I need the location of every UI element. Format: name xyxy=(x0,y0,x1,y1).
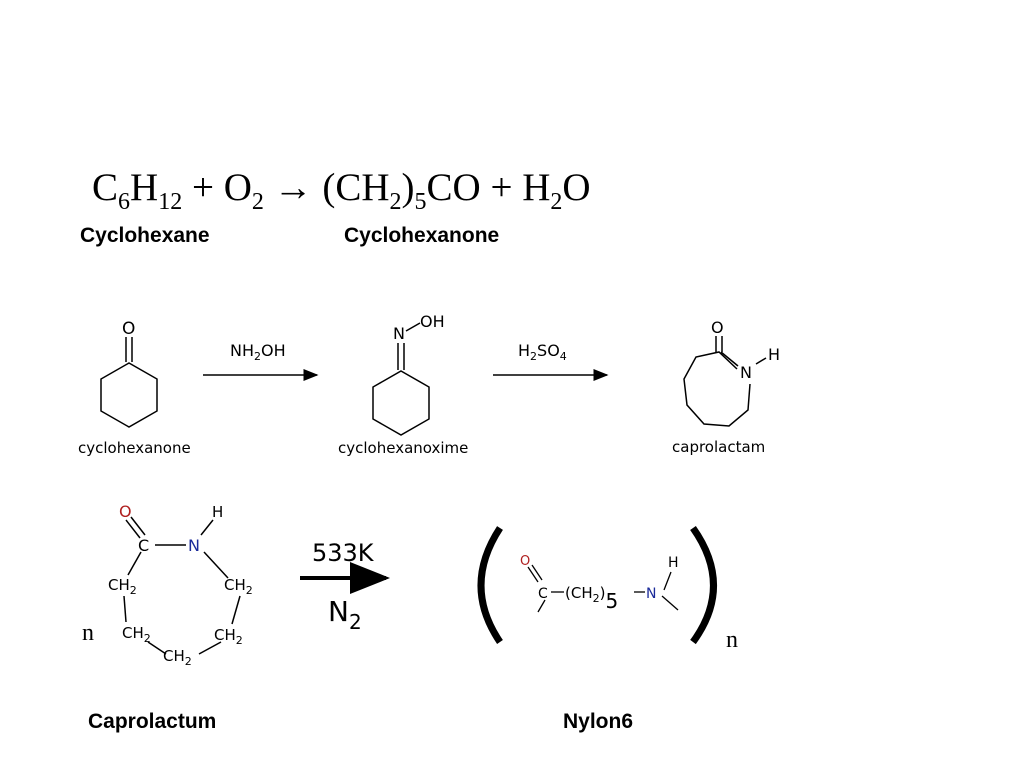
lactam-nitrogen: N xyxy=(740,363,752,382)
left-parenthesis xyxy=(477,526,503,644)
eq-h: H xyxy=(130,166,159,209)
caprolactam-caption: caprolactam xyxy=(672,438,765,456)
eq-plus-2: + xyxy=(480,166,523,209)
eq-o-sub: 2 xyxy=(251,188,264,215)
ring-ch2-e: CH2 xyxy=(163,647,192,668)
monomer-count-n: n xyxy=(82,620,94,646)
caprolactum-ring xyxy=(123,516,241,655)
eq-ch-sub: 2 xyxy=(389,188,402,215)
cyclohexanone-structure xyxy=(100,337,158,428)
eq-o: O xyxy=(223,166,252,209)
oxime-nitrogen: N xyxy=(393,324,405,343)
eq-paren: ) xyxy=(401,166,415,209)
eq-plus: + xyxy=(182,166,224,209)
nylon-ch2: (CH2)5 xyxy=(565,584,618,613)
eq-h2: H xyxy=(522,166,551,209)
condition-temperature: 533K xyxy=(312,539,375,567)
eq-co: CO xyxy=(426,166,481,209)
combustion-equation: C6H12 + O2 → (CH2)5CO + H2O xyxy=(92,160,591,230)
cyclohexanone-caption: cyclohexanone xyxy=(78,439,191,457)
nylon-carbon: C xyxy=(538,586,548,602)
label-caprolactum: Caprolactum xyxy=(88,710,217,733)
ring-hydrogen: H xyxy=(212,503,223,521)
eq-ch: (CH xyxy=(322,166,390,209)
ring-carbon: C xyxy=(138,536,149,555)
reagent-h2so4: H2SO4 xyxy=(518,341,567,363)
eq-arrow: → xyxy=(263,166,323,209)
eq-h2-sub: 2 xyxy=(550,188,563,215)
eq-h-sub: 12 xyxy=(158,188,183,215)
ring-nitrogen: N xyxy=(188,536,200,555)
nylon-oxygen: O xyxy=(520,554,530,569)
lactam-hydrogen: H xyxy=(768,345,780,364)
eq-rep-sub: 5 xyxy=(414,188,427,215)
ring-oxygen: O xyxy=(119,502,132,521)
ring-ch2-c: CH2 xyxy=(122,624,151,645)
ring-ch2-a: CH2 xyxy=(108,576,137,597)
ring-ch2-d: CH2 xyxy=(214,626,243,647)
eq-c-sub: 6 xyxy=(118,188,131,215)
nylon-nitrogen: N xyxy=(646,586,656,602)
eq-o2: O xyxy=(562,166,591,209)
cyclohexanoxime-caption: cyclohexanoxime xyxy=(338,439,468,457)
cyclohexanoxime-structure xyxy=(372,322,430,436)
eq-c: C xyxy=(92,166,119,209)
label-cyclohexane: Cyclohexane xyxy=(80,224,210,247)
condition-nitrogen: N2 xyxy=(328,595,362,634)
polymer-count-n: n xyxy=(726,627,738,653)
caprolactam-structure xyxy=(683,336,767,427)
right-parenthesis xyxy=(690,525,717,645)
ring-ch2-b: CH2 xyxy=(224,576,253,597)
ketone-oxygen: O xyxy=(122,319,135,339)
nylon-hydrogen: H xyxy=(668,555,679,571)
label-cyclohexanone: Cyclohexanone xyxy=(344,224,500,247)
label-nylon6: Nylon6 xyxy=(563,710,634,733)
oxime-hydroxyl: OH xyxy=(420,312,445,331)
reagent-nh2oh: NH2OH xyxy=(230,341,286,363)
nylon-bonds xyxy=(527,564,679,613)
lactam-oxygen: O xyxy=(711,318,724,337)
